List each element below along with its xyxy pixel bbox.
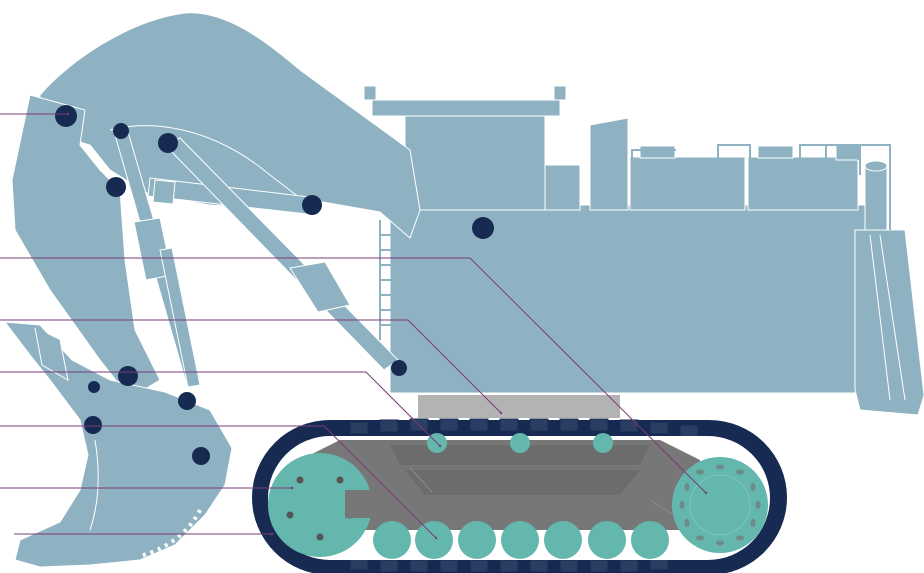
exhaust-stack	[590, 118, 628, 210]
pin-joint	[118, 366, 138, 386]
track-roller	[458, 521, 496, 559]
track-roller	[588, 521, 626, 559]
operator-cab	[405, 115, 545, 210]
superstructure	[364, 86, 924, 415]
pin-joint	[391, 360, 407, 376]
callout-2-end	[705, 492, 707, 494]
slewing-ring	[418, 395, 620, 418]
pin-joint	[158, 133, 178, 153]
pin-joint	[106, 177, 126, 197]
track-roller	[631, 521, 669, 559]
engine-housing-2	[748, 157, 858, 210]
track-roller	[415, 521, 453, 559]
counterweight-house	[390, 205, 880, 393]
callout-6-end	[291, 487, 293, 489]
callout-3-end	[500, 412, 502, 414]
pin-joint	[302, 195, 322, 215]
carrier-roller	[593, 433, 613, 453]
bucket-cylinder-2	[160, 248, 200, 387]
pin-joint	[84, 416, 102, 434]
engine-housing-1	[630, 157, 745, 210]
callout-1-end	[67, 113, 69, 115]
carrier-roller	[510, 433, 530, 453]
track-roller	[373, 521, 411, 559]
pin-joint	[192, 447, 210, 465]
callout-4-end	[439, 445, 441, 447]
pin-joint	[472, 217, 494, 239]
pin-joint	[88, 381, 100, 393]
pin-joint	[113, 123, 129, 139]
cab-roof	[372, 100, 560, 116]
pin-joint	[178, 392, 196, 410]
callout-7-end	[271, 533, 273, 535]
track-roller	[544, 521, 582, 559]
track-roller	[501, 521, 539, 559]
rear-counterweight	[855, 230, 924, 415]
callout-5-end	[435, 537, 437, 539]
pin-joint	[55, 105, 77, 127]
front-idler	[672, 457, 768, 553]
